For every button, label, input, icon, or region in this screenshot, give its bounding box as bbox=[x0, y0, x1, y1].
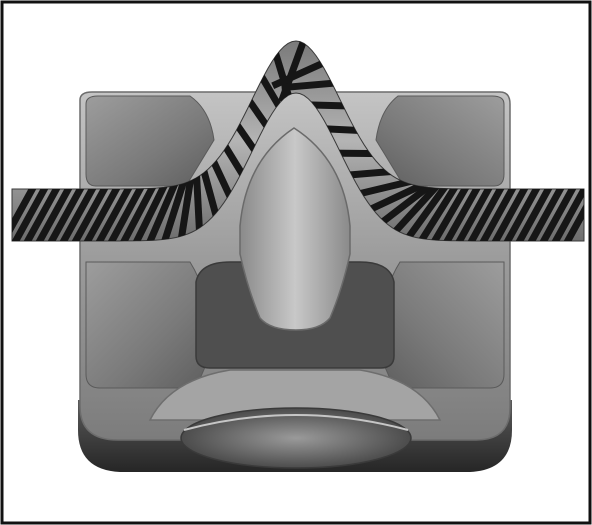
bonding-pad bbox=[181, 408, 411, 468]
tie-wing-upper-right bbox=[376, 96, 504, 186]
tie-wing-lower-left bbox=[86, 262, 209, 388]
tie-wing-lower-right bbox=[381, 262, 504, 388]
tie-wing-upper-left bbox=[86, 96, 214, 186]
